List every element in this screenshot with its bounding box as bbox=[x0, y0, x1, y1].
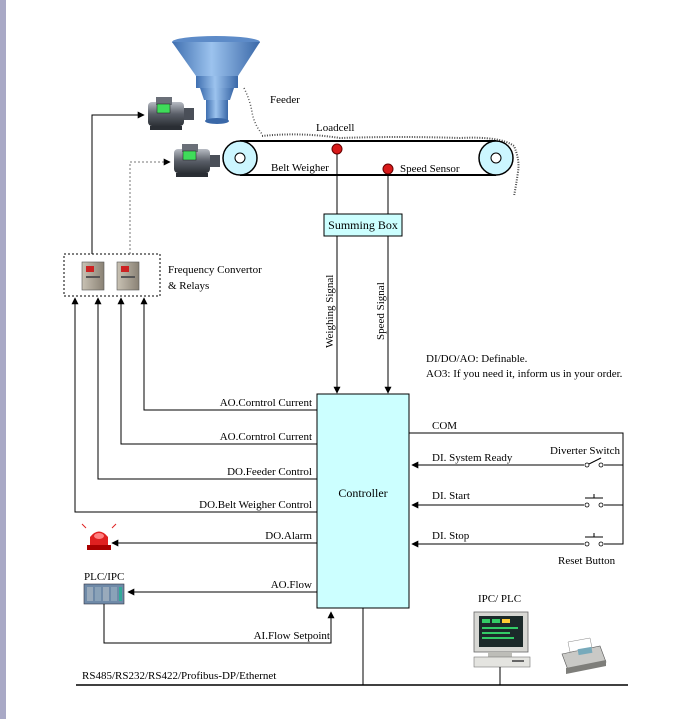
ipc-plc-label: IPC/ PLC bbox=[478, 593, 521, 605]
ao-control-label-2: AO.Corntrol Current bbox=[220, 431, 312, 443]
diverter-switch-icon bbox=[584, 457, 604, 468]
ao-flow-label: AO.Flow bbox=[271, 579, 312, 591]
do-feeder-label: DO.Feeder Control bbox=[227, 466, 312, 478]
ao-control-label-1: AO.Corntrol Current bbox=[220, 397, 312, 409]
speed-sensor-icon bbox=[382, 163, 394, 175]
plc-ipc-label: PLC/IPC bbox=[84, 571, 124, 583]
belt-motor-line bbox=[129, 158, 171, 254]
frequency-convertor-icon bbox=[81, 261, 140, 291]
note-line-1: DI/DO/AO: Definable. bbox=[426, 353, 528, 365]
material-stream bbox=[243, 87, 263, 135]
do-belt-weigher-label: DO.Belt Weigher Control bbox=[199, 499, 312, 511]
belt-motor-icon bbox=[174, 144, 220, 177]
freq-convertor-label-1: Frequency Convertor bbox=[168, 264, 262, 276]
bus-label: RS485/RS232/RS422/Profibus-DP/Ethernet bbox=[82, 670, 276, 682]
do-belt-weigher-line bbox=[71, 297, 317, 513]
feeder-motor-icon bbox=[148, 97, 194, 130]
do-feeder-line bbox=[94, 297, 317, 480]
note-line-2: AO3: If you need it, inform us in your o… bbox=[426, 368, 623, 380]
plc-icon bbox=[83, 583, 125, 605]
com-label: COM bbox=[432, 420, 457, 432]
controller-box bbox=[316, 393, 410, 609]
do-alarm-label: DO.Alarm bbox=[265, 530, 312, 542]
di-stop-label: DI. Stop bbox=[432, 530, 470, 542]
ao-control-line-1 bbox=[140, 297, 317, 411]
di-system-ready-label: DI. System Ready bbox=[432, 452, 513, 464]
ai-flow-setpoint-line bbox=[103, 604, 335, 644]
ai-flow-setpoint-label: AI.Flow Setpoint bbox=[254, 630, 330, 642]
weighing-signal-label: Weighing Signal bbox=[324, 275, 336, 348]
alarm-beacon-icon bbox=[81, 523, 117, 550]
reset-button-icon bbox=[584, 533, 604, 547]
ao-control-line-2 bbox=[117, 297, 317, 445]
frequency-convertor-box bbox=[63, 253, 161, 297]
belt-conveyor bbox=[222, 133, 520, 197]
summing-box-label: Summing Box bbox=[328, 218, 398, 232]
feeder-hopper bbox=[172, 36, 260, 124]
start-button-icon bbox=[584, 494, 604, 508]
di-start-label: DI. Start bbox=[432, 490, 470, 502]
speed-signal-label: Speed Signal bbox=[375, 282, 387, 340]
loadcell-sensor-icon bbox=[331, 143, 343, 155]
belt-weigher-label: Belt Weigher bbox=[271, 162, 329, 174]
left-border-bar bbox=[0, 0, 6, 719]
com-line bbox=[409, 432, 624, 545]
reset-button-label: Reset Button bbox=[558, 555, 616, 567]
printer-icon bbox=[561, 637, 607, 674]
freq-convertor-label-2: & Relays bbox=[168, 280, 209, 292]
summing-box bbox=[323, 213, 403, 237]
computer-icon bbox=[473, 611, 531, 668]
speed-sensor-label: Speed Sensor bbox=[400, 163, 460, 175]
feeder-motor-line bbox=[91, 111, 145, 254]
loadcell-label: Loadcell bbox=[316, 122, 354, 134]
controller-label: Controller bbox=[338, 486, 387, 500]
feeder-label: Feeder bbox=[270, 94, 300, 106]
diverter-switch-label: Diverter Switch bbox=[550, 445, 620, 457]
